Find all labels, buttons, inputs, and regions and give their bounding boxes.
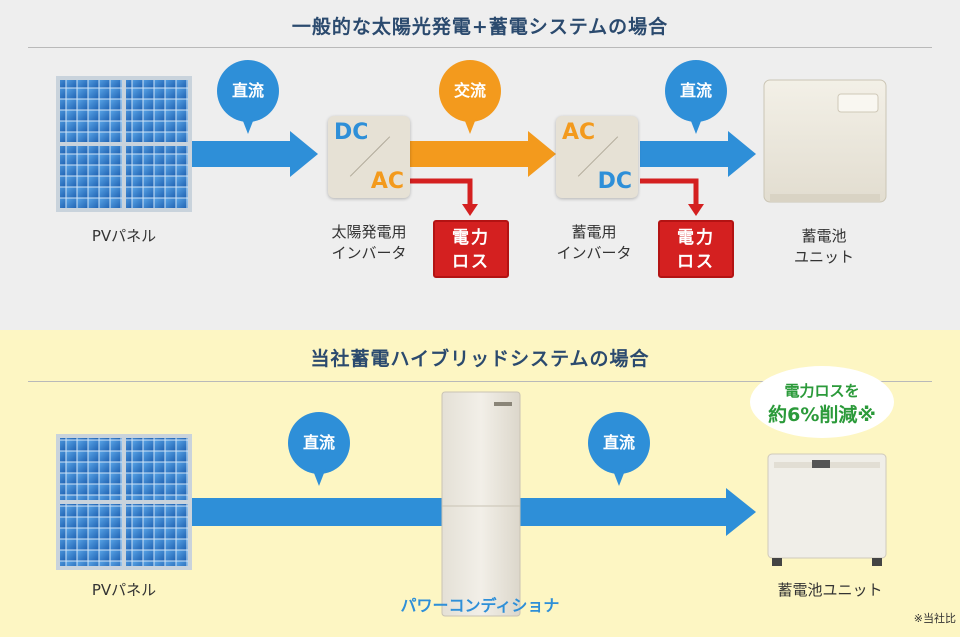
pv-panel-label-2: PVパネル	[91, 581, 157, 599]
solar-inverter-icon: DC AC	[328, 116, 410, 198]
dc-arrow-1	[192, 131, 318, 177]
pv-panel-icon-2	[56, 434, 192, 570]
solar-inverter-label: 太陽発電用インバータ	[331, 223, 407, 262]
battery-unit-label-2: 蓄電池ユニット	[777, 581, 883, 599]
reduction-badge-bg	[750, 366, 894, 438]
heading-divider-2	[28, 381, 932, 382]
hybrid-dc-badge-1: 直流	[288, 412, 350, 486]
loss-arrow-1	[410, 178, 473, 206]
battery-unit-label: 蓄電池ユニット	[793, 227, 854, 266]
loss-arrow-2	[640, 178, 699, 206]
reduction-badge: 電力ロスを 約6%削減※	[768, 382, 876, 426]
pv-panel-label: PVパネル	[91, 227, 157, 245]
ac-arrow	[410, 131, 556, 177]
storage-inverter-icon: AC DC	[556, 116, 638, 198]
general-flow-graphic	[56, 76, 887, 216]
battery-unit-icon-2	[767, 453, 887, 566]
heading-divider	[28, 47, 932, 48]
hybrid-dc-arrow-1	[192, 498, 442, 526]
power-loss-badge-2: 電力ロス	[658, 220, 734, 278]
footnote: ※当社比	[913, 612, 956, 625]
dc-arrow-2	[640, 131, 756, 177]
power-conditioner-icon	[441, 391, 521, 617]
dc-badge-1: 直流	[217, 60, 279, 134]
ac-badge: 交流	[439, 60, 501, 134]
power-conditioner-label: パワーコンディショナ	[400, 596, 560, 615]
dc-badge-2: 直流	[665, 60, 727, 134]
general-system-heading: 一般的な太陽光発電+蓄電システムの場合	[291, 16, 669, 38]
pv-panel-icon	[56, 76, 192, 212]
battery-unit-icon	[763, 79, 887, 203]
hybrid-flow-graphic	[56, 366, 894, 617]
storage-inverter-label: 蓄電用インバータ	[556, 223, 632, 262]
hybrid-dc-arrow-2	[520, 488, 756, 536]
section-pointer	[440, 300, 520, 328]
power-loss-badge-1: 電力ロス	[433, 220, 509, 278]
hybrid-dc-badge-2: 直流	[588, 412, 650, 486]
hybrid-system-heading: 当社蓄電ハイブリッドシステムの場合	[310, 348, 650, 370]
